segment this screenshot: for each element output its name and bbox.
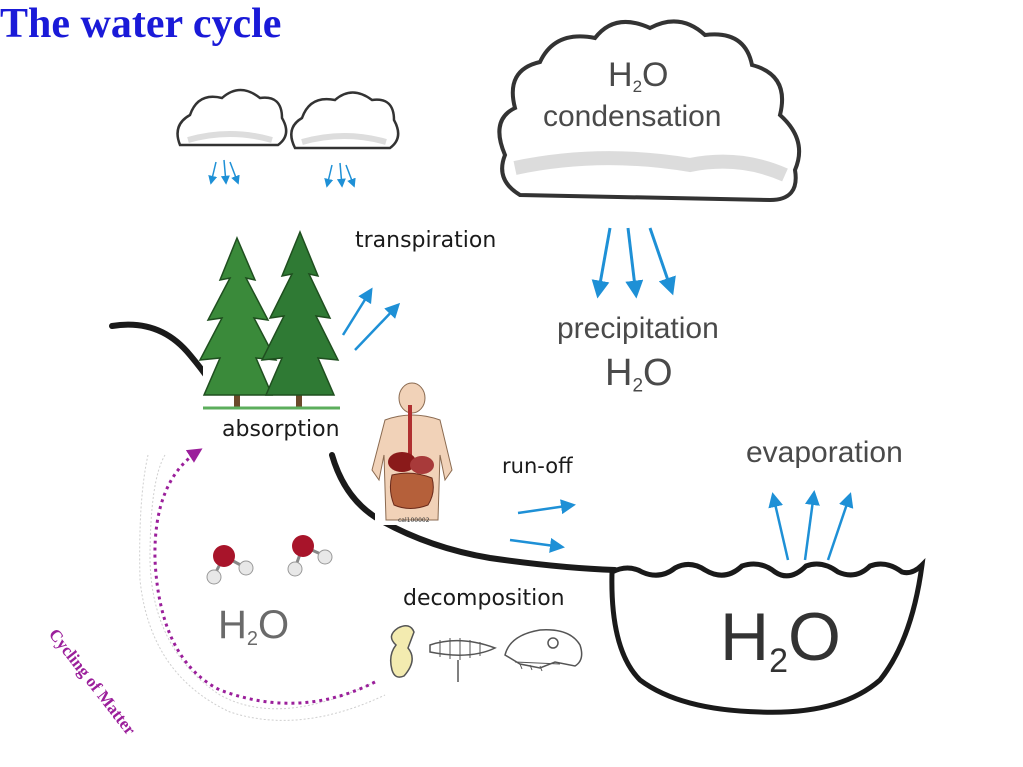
formula-tail: O	[642, 56, 669, 94]
decomposition-label: decomposition	[403, 586, 565, 611]
formula-base: H	[608, 56, 633, 94]
formula-sub: 2	[246, 628, 259, 650]
formula-water: H2O	[720, 598, 841, 681]
tree-icon	[198, 230, 343, 410]
animal-skull-icon	[504, 629, 583, 672]
bone-icon	[389, 625, 415, 678]
water-molecule-icon	[206, 535, 333, 585]
precipitation-label: precipitation	[557, 312, 719, 345]
small-cloud-left-icon	[176, 88, 288, 147]
large-cloud-icon	[497, 19, 802, 203]
evaporation-arrows	[768, 490, 854, 561]
formula-cloud: H2O	[608, 56, 668, 97]
formula-tail: O	[643, 352, 673, 394]
precipitation-arrows	[591, 227, 676, 299]
water-body	[609, 558, 926, 715]
run-off-label: run-off	[502, 454, 573, 478]
formula-base: H	[720, 599, 770, 675]
formula-sub: 2	[632, 375, 644, 397]
fish-skeleton-icon	[428, 625, 498, 685]
run-off-arrows	[509, 499, 576, 553]
human-digestive-icon: cal100002	[371, 382, 455, 525]
page-title: The water cycle	[0, 1, 282, 47]
transpiration-arrows	[341, 287, 401, 351]
formula-tail: O	[258, 603, 290, 647]
formula-base: H	[218, 603, 247, 647]
transpiration-label: transpiration	[355, 228, 497, 253]
formula-base: H	[605, 352, 633, 394]
small-cloud-right-icon	[290, 91, 400, 150]
small-rain-arrows	[208, 159, 356, 188]
absorption-label: absorption	[222, 417, 340, 442]
evaporation-label: evaporation	[746, 436, 903, 469]
formula-molecules: H2O	[218, 603, 289, 651]
formula-precipitation: H2O	[605, 352, 673, 398]
formula-sub: 2	[769, 641, 789, 680]
cycling-of-matter-arrow	[139, 448, 386, 721]
svg-text:cal100002: cal100002	[398, 517, 430, 524]
hill-ground-line	[109, 321, 618, 573]
formula-tail: O	[788, 599, 841, 675]
formula-sub: 2	[632, 76, 643, 96]
condensation-label: condensation	[543, 100, 722, 133]
